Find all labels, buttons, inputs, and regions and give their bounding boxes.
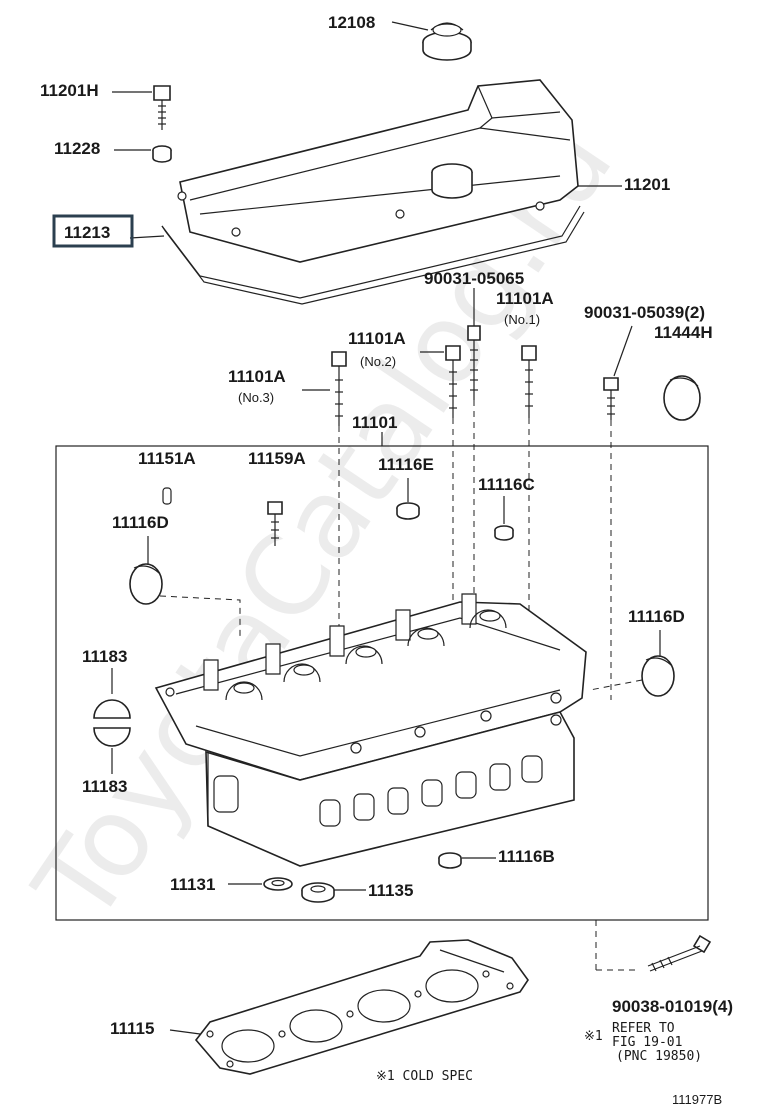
plug-11116c bbox=[494, 525, 514, 541]
oil-filler-cap bbox=[422, 22, 472, 61]
stud-90031-05065 bbox=[467, 325, 481, 400]
label-11131[interactable]: 11131 bbox=[170, 875, 215, 894]
plug-11116b bbox=[438, 852, 462, 869]
label-11101[interactable]: 11101 bbox=[352, 413, 397, 432]
label-no3: (No.3) bbox=[238, 390, 274, 405]
label-11116d-left[interactable]: 11116D bbox=[112, 513, 169, 532]
cylinder-head bbox=[154, 593, 587, 867]
figure-code: 111977B bbox=[672, 1092, 722, 1107]
label-11101a-no2[interactable]: 11101A bbox=[348, 329, 406, 348]
label-no2: (No.2) bbox=[360, 354, 396, 369]
cylinder-head-cover bbox=[177, 79, 579, 263]
label-90031-05065[interactable]: 90031-05065 bbox=[424, 269, 524, 288]
highlight-box-11213 bbox=[52, 214, 134, 248]
label-11183-top[interactable]: 11183 bbox=[82, 647, 127, 666]
label-no1: (No.1) bbox=[504, 312, 540, 327]
label-11151a[interactable]: 11151A bbox=[138, 449, 196, 468]
grommet-11228 bbox=[152, 145, 172, 163]
seal-11135 bbox=[301, 882, 335, 903]
plug-11116e bbox=[396, 502, 420, 520]
label-90031-05039[interactable]: 90031-05039(2) bbox=[584, 303, 705, 322]
half-moon-plug-top bbox=[93, 699, 131, 719]
refer-line-3: (PNC 19850) bbox=[616, 1049, 702, 1064]
label-11228[interactable]: 11228 bbox=[54, 139, 100, 158]
label-11101a-no1[interactable]: 11101A bbox=[496, 289, 554, 308]
label-11135[interactable]: 11135 bbox=[368, 881, 413, 900]
label-11116d-right[interactable]: 11116D bbox=[628, 607, 685, 626]
plug-11116d-right bbox=[641, 655, 675, 697]
label-11101a-no3[interactable]: 11101A bbox=[228, 367, 286, 386]
bolt-11159a bbox=[267, 501, 283, 546]
label-11183-bottom[interactable]: 11183 bbox=[82, 777, 127, 796]
label-11201h[interactable]: 11201H bbox=[40, 81, 99, 100]
stud-90031-05039 bbox=[603, 377, 619, 420]
head-gasket bbox=[194, 939, 529, 1075]
refer-line-1: REFER TO bbox=[612, 1021, 675, 1036]
refer-line-2: FIG 19-01 bbox=[612, 1035, 682, 1050]
bolt-11101a-no1 bbox=[521, 345, 537, 418]
pin-11151a bbox=[162, 487, 172, 505]
cold-spec-note: ※1 COLD SPEC bbox=[376, 1069, 473, 1084]
label-11116c[interactable]: 11116C bbox=[478, 475, 535, 494]
label-11159a[interactable]: 11159A bbox=[248, 449, 306, 468]
label-11116b[interactable]: 11116B bbox=[498, 847, 555, 866]
label-11444h[interactable]: 11444H bbox=[654, 323, 713, 342]
bolt-11101a-no2 bbox=[445, 345, 461, 418]
label-11213[interactable]: 11213 bbox=[64, 223, 110, 242]
plug-11116d-left bbox=[129, 563, 163, 605]
label-11201[interactable]: 11201 bbox=[624, 175, 670, 194]
label-11116e[interactable]: 11116E bbox=[378, 455, 434, 474]
ring-11131 bbox=[263, 877, 293, 891]
head-bolt-90038 bbox=[647, 934, 712, 972]
bolt-11201h bbox=[153, 85, 171, 130]
label-11115[interactable]: 11115 bbox=[110, 1019, 154, 1038]
label-12108[interactable]: 12108 bbox=[328, 13, 375, 32]
label-90038-01019[interactable]: 90038-01019(4) bbox=[612, 997, 733, 1016]
refer-mark: ※1 bbox=[584, 1029, 603, 1044]
plug-11444h bbox=[663, 375, 701, 421]
bolt-11101a-no3 bbox=[331, 351, 347, 426]
half-moon-plug-bottom bbox=[93, 727, 131, 747]
head-cover-gasket bbox=[161, 205, 585, 305]
